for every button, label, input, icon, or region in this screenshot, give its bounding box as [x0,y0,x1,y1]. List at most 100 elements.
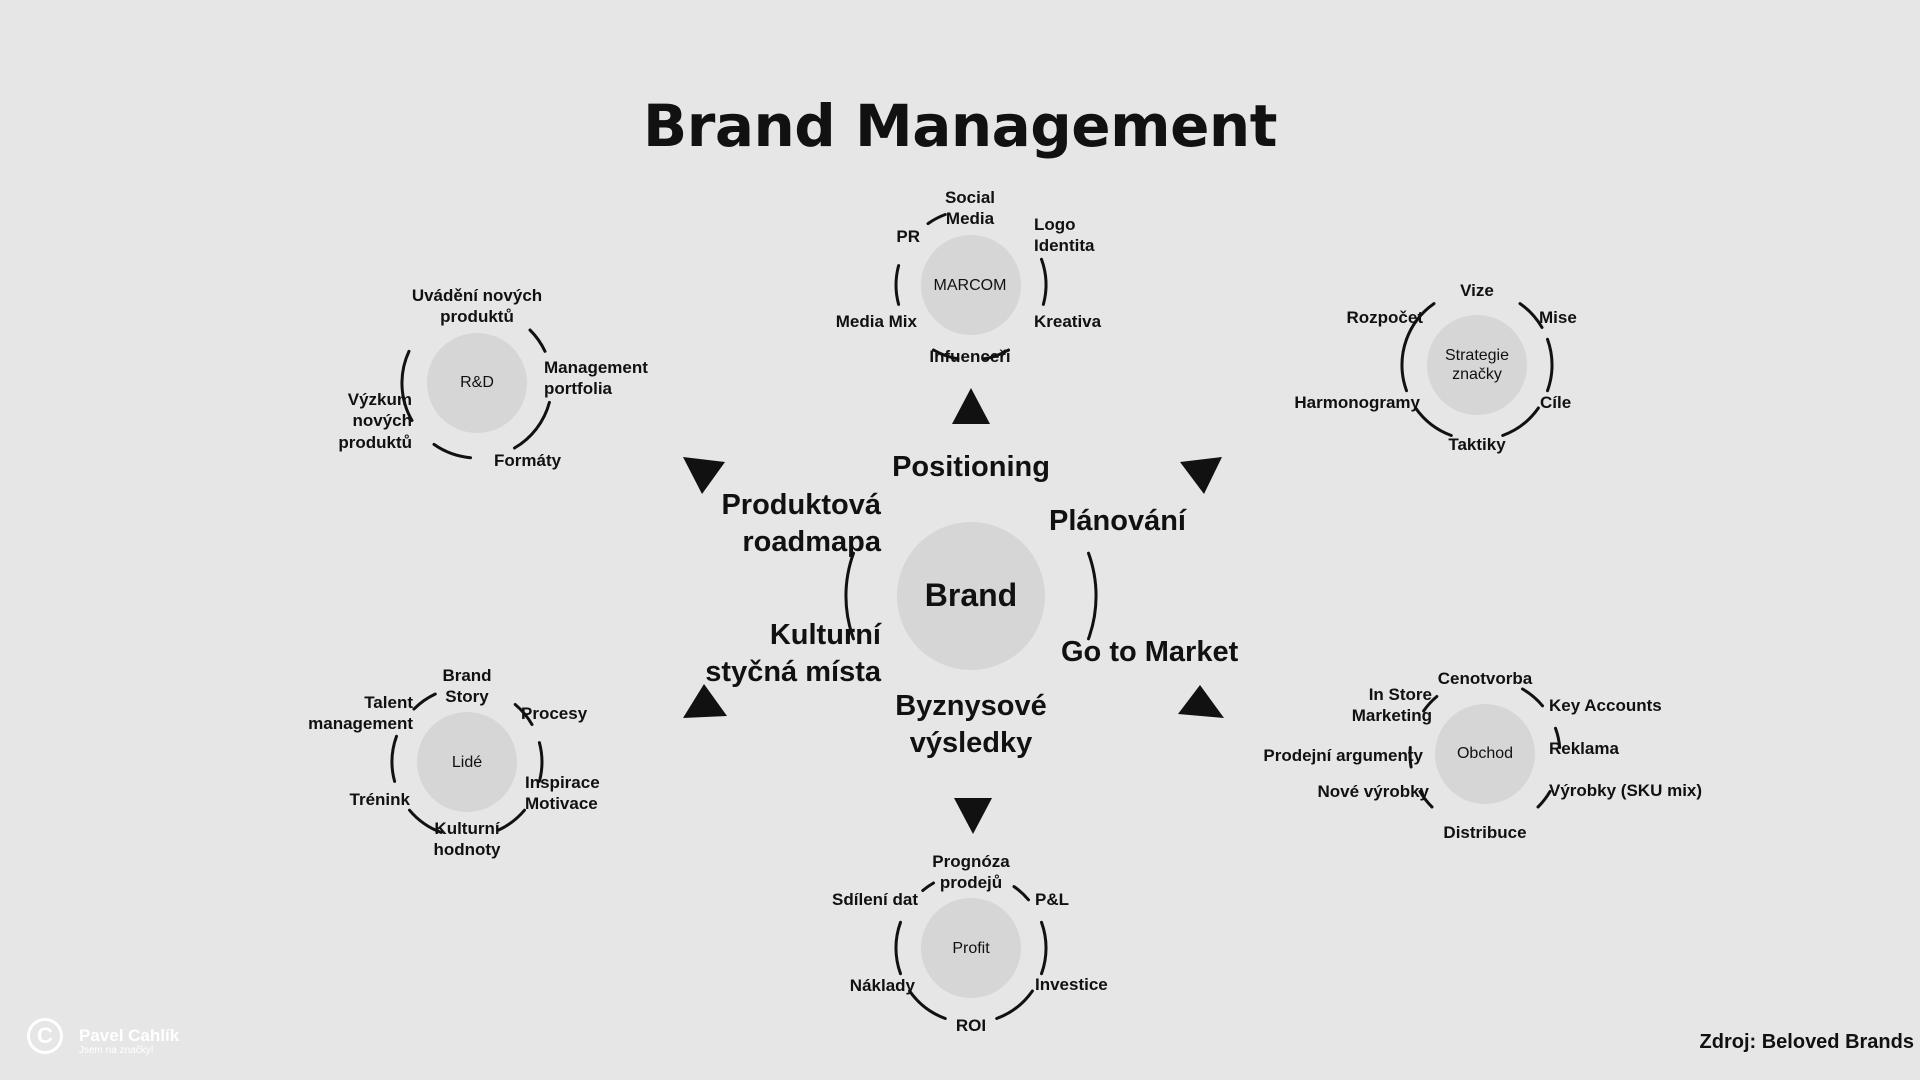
marcom-item-media-mix: Media Mix [835,312,917,331]
profit-item-prognoza-prodeju: Prognóza prodejů [932,852,1010,893]
lide-center-label: Lidé [451,754,483,771]
obchod-item-distribuce: Distribuce [1443,823,1527,842]
rd-ring-arc-2 [432,442,472,460]
profit-ring-arc-4 [894,920,902,976]
arrow-to-rd [683,457,725,494]
center-item-byznysove-vysledky: Byznysové výsledky [895,690,1047,759]
strategie-ring-arc-4 [1414,406,1453,437]
profit-item-sdileni-dat: Sdílení dat [832,890,918,909]
strategie-item-taktiky: Taktiky [1448,435,1506,454]
brand-ring-arc-1 [844,551,855,641]
marcom-ring-arc-1 [982,348,1010,361]
profit-item-investice: Investice [1035,975,1108,994]
center-item-produktova-roadmapa: Produktová roadmapa [721,489,881,558]
rd-item-vyzkum-novych-produktu: Výzkum nových produktů [338,390,412,452]
obchod-center-circle [1435,704,1535,804]
marcom-center-circle [921,235,1021,335]
center-item-positioning: Positioning [892,451,1050,483]
strategie-ring-arc-1 [1518,302,1544,329]
logo-name: Pavel Cahlík [79,1026,180,1045]
obchod-ring-arc-5 [1422,695,1439,713]
obchod-item-key-accounts: Key Accounts [1549,696,1662,715]
profit-center-label: Profit [952,940,990,957]
obchod-item-cenotvorba: Cenotvorba [1437,669,1533,688]
center-item-planovani: Plánování [1049,505,1186,537]
profit-ring-arc-0 [1012,885,1030,902]
obchod-item-nove-vyrobky: Nové výrobky [1317,782,1430,801]
strategie-ring-arc-2 [1546,337,1554,393]
strategie-item-cile: Cíle [1540,393,1572,412]
marcom-item-logo-identita: Logo Identita [1034,215,1095,256]
rd-ring-arc-0 [528,328,547,353]
obchod-ring-arc-3 [1418,790,1434,809]
profit-ring-arc-5 [921,881,935,892]
marcom-item-pr: PR [896,227,920,246]
lide-item-talent-management: Talent management [308,693,413,734]
brand-center-label: Brand [924,577,1018,613]
obchod-ring-arc-2 [1536,790,1552,809]
obchod-ring-arc-4 [1408,746,1413,769]
lide-ring-arc-2 [497,808,526,832]
arrow-to-profit [954,798,992,834]
obchod-item-reklama: Reklama [1549,739,1619,758]
arrow-to-strategie [1180,457,1222,494]
strategie-center-label: Strategie značky [1444,347,1510,384]
obchod-ring-arc-0 [1521,687,1544,708]
strategie-ring-arc-3 [1501,406,1540,437]
lide-ring-arc-4 [390,734,398,783]
page-title: Brand Management [643,92,1277,160]
arrow-to-lide [683,684,727,718]
rd-ring-arc-1 [513,400,551,450]
profit-item-roi: ROI [955,1016,987,1035]
profit-center-circle [921,898,1021,998]
marcom-item-infuenceri: Infuenceři [929,347,1011,366]
obchod-item-vyrobky-sku: Výrobky (SKU mix) [1549,781,1703,800]
rd-item-uvadeni-novych-produktu: Uvádění nových produktů [411,286,543,327]
rd-item-formaty: Formáty [494,451,562,470]
center-item-kulturni-stycna-mista: Kulturní styčná místa [705,619,881,688]
rd-item-management-portfolia: Management portfolia [544,358,648,399]
author-logo: C Pavel Cahlík Jsem na značky! [27,1018,227,1064]
lide-ring-arc-3 [408,808,443,834]
lide-item-trenink: Trénink [349,790,410,809]
obchod-item-prodejni-argumenty: Prodejní argumenty [1263,746,1423,765]
lide-item-inspirace-motivace: Inspirace Motivace [525,773,600,814]
obchod-ring-arc-1 [1554,726,1562,749]
profit-ring-arc-1 [1040,920,1048,976]
logo-tagline: Jsem na značky! [79,1045,154,1056]
profit-item-pl: P&L [1035,890,1069,909]
center-item-go-to-market: Go to Market [1061,636,1239,668]
marcom-item-kreativa: Kreativa [1034,312,1102,331]
lide-item-kulturni-hodnoty: Kulturní hodnoty [433,819,501,860]
source-credit: Zdroj: Beloved Brands [1699,1031,1914,1053]
strategie-item-rozpocet: Rozpočet [1346,308,1424,327]
obchod-center-label: Obchod [1456,745,1514,762]
brand-center-circle [897,522,1045,670]
lide-ring-arc-1 [537,741,544,783]
strategie-item-vize: Vize [1460,281,1494,300]
profit-item-naklady: Náklady [849,976,915,995]
marcom-item-social-media: Social Media [944,188,996,229]
profit-ring-arc-2 [995,989,1034,1020]
marcom-ring-arc-0 [1040,257,1048,306]
copyright-icon: C [27,1018,63,1054]
marcom-ring-arc-3 [894,264,901,306]
strategie-center-circle [1427,315,1527,415]
arrow-to-marcom [952,388,990,424]
lide-center-circle [417,712,517,812]
obchod-item-in-store-marketing: In Store Marketing [1351,685,1432,726]
profit-ring-arc-3 [908,989,947,1020]
strategie-item-mise: Mise [1539,308,1577,327]
rd-center-label: R&D [460,374,494,391]
rd-ring-arc-3 [400,349,414,422]
lide-item-brand-story: Brand Story [442,666,492,707]
strategie-item-harmonogramy: Harmonogramy [1294,393,1420,412]
lide-ring-arc-5 [412,692,437,711]
lide-item-procesy: Procesy [521,704,588,723]
arrow-to-obchod [1178,685,1224,718]
rd-center-circle [427,333,527,433]
strategie-ring-arc-0 [1405,302,1436,341]
strategie-ring-arc-5 [1400,337,1408,393]
marcom-ring-arc-2 [932,348,960,361]
